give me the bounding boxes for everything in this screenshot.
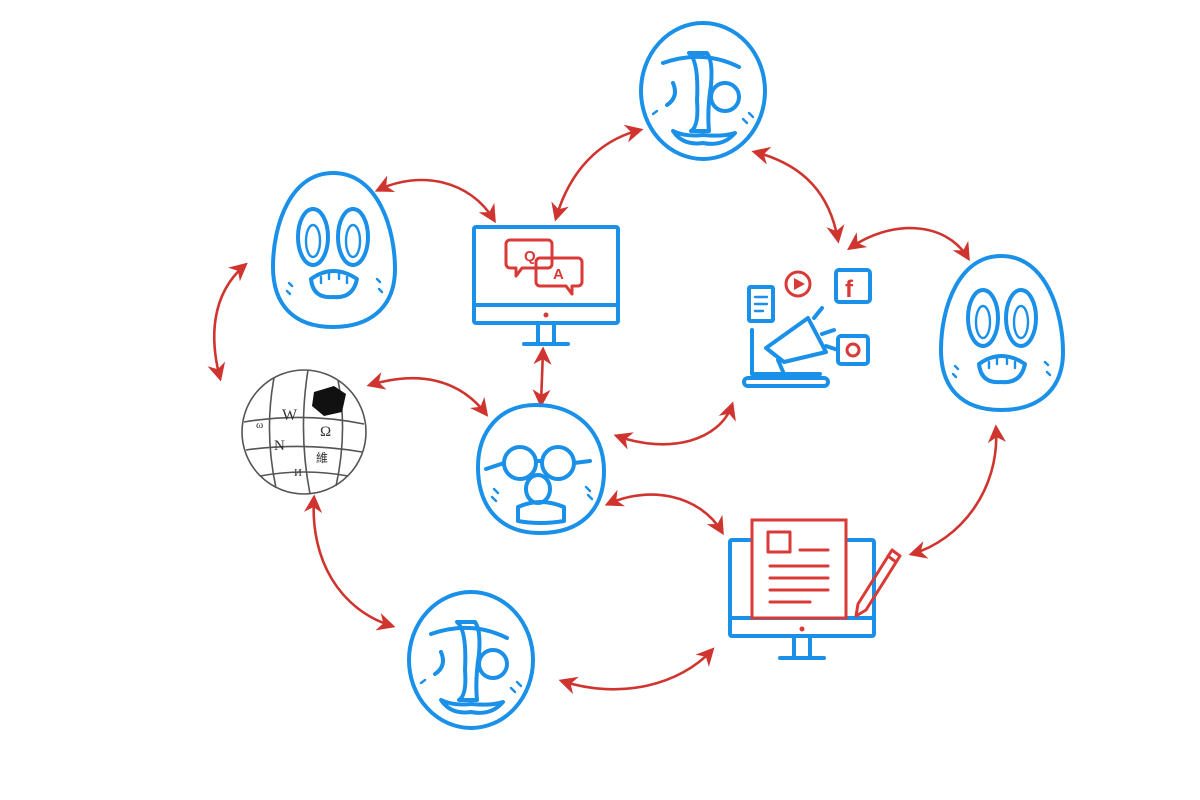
arrow-social-faceright	[847, 226, 970, 262]
face-upper-left[interactable]	[271, 171, 397, 329]
arrow-wiki-facecenter	[366, 372, 489, 417]
question-letter: Q	[524, 248, 536, 265]
arrow-facecenter-social	[613, 401, 736, 450]
wiki-letter-i: И	[294, 467, 302, 479]
face-top[interactable]	[639, 21, 767, 161]
wiki-letter-wei: 維	[316, 451, 328, 465]
arrow-facetop-social	[751, 146, 845, 244]
social-media-marketing-icon[interactable]: f	[742, 268, 872, 388]
wikipedia-globe-icon[interactable]: W Ω N 維 И ω	[241, 369, 367, 495]
face-right[interactable]	[939, 254, 1065, 412]
wiki-letter-n: N	[274, 438, 285, 454]
arrow-faceupperleft-monitorqa	[374, 175, 496, 224]
facebook-letter: f	[845, 276, 854, 303]
document-monitor-icon[interactable]	[728, 518, 902, 660]
arrow-faceupperleft-wiki	[207, 262, 248, 382]
wiki-letter-omega: Ω	[320, 424, 331, 440]
answer-letter: A	[553, 266, 564, 283]
face-bottom[interactable]	[407, 590, 535, 730]
wiki-letter-w: W	[282, 407, 298, 424]
arrow-wiki-facebottom	[303, 494, 396, 631]
arrow-facecenter-monitordoc	[604, 489, 724, 536]
arrow-faceright-monitordoc	[908, 424, 1007, 559]
connection-arrows	[207, 124, 1007, 695]
wiki-letter-small-omega: ω	[256, 419, 263, 431]
qa-monitor-icon[interactable]: Q A	[472, 225, 620, 346]
face-center[interactable]	[476, 403, 606, 535]
arrow-monitorqa-facetop	[551, 124, 644, 222]
arrow-facebottom-monitordoc	[558, 647, 715, 695]
arrow-monitorqa-facecenter	[532, 346, 552, 408]
